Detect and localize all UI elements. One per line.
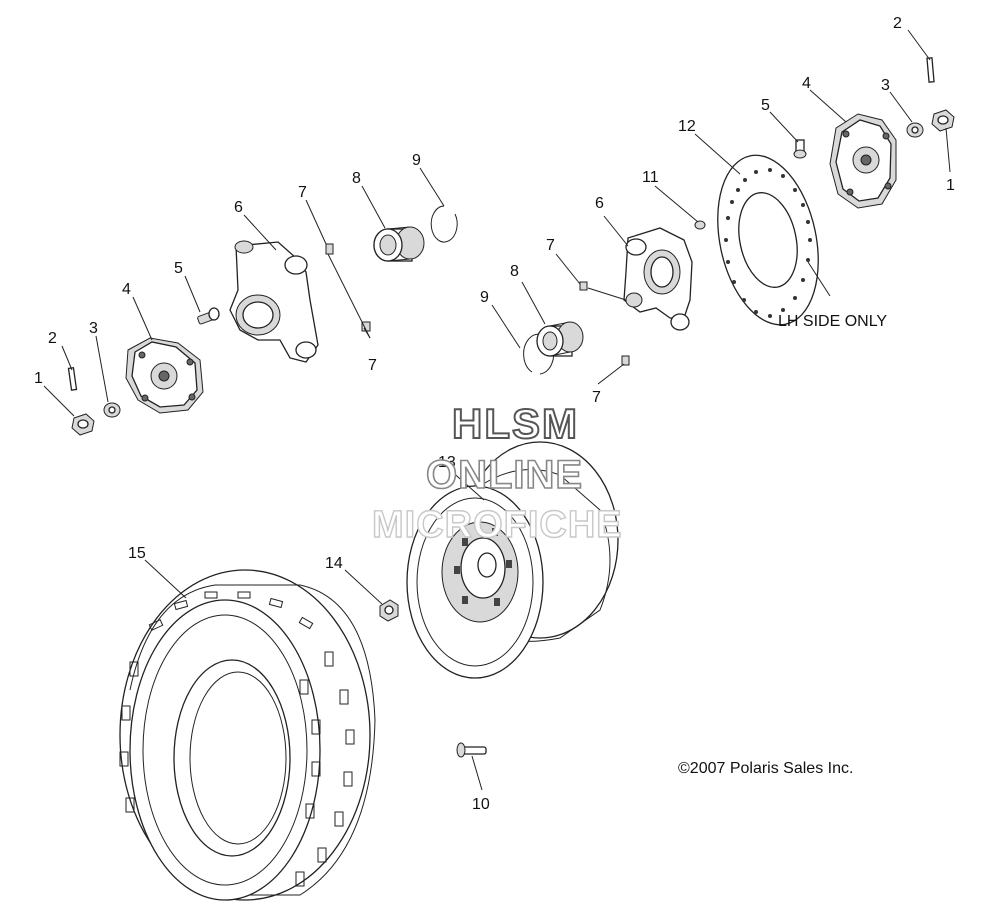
callout-2-left: 2 (48, 330, 57, 347)
leader-lines (43, 29, 951, 791)
callout-11: 11 (642, 169, 659, 186)
part-5-bolt-right (793, 139, 807, 159)
callout-12: 12 (678, 118, 696, 135)
part-6-knuckle-left (229, 240, 319, 363)
copyright-notice: ©2007 Polaris Sales Inc. (678, 760, 853, 777)
part-14-lug-nut (379, 599, 399, 622)
callout-7-right-top: 7 (546, 237, 555, 254)
part-4-hub-right (829, 113, 897, 209)
callout-7-left-bottom: 7 (368, 357, 377, 374)
part-9-snap-ring-left (430, 205, 458, 243)
watermark: HLSM ONLINE MICROFICHE (371, 399, 623, 547)
callout-5-left: 5 (174, 260, 183, 277)
callout-1-left: 1 (34, 370, 43, 387)
part-1-nut-left (71, 413, 95, 436)
callout-6-left: 6 (234, 199, 243, 216)
part-7-fitting-right-top (579, 281, 588, 291)
callout-7-left-top: 7 (298, 184, 307, 201)
part-7-fitting-left-top (325, 243, 334, 255)
part-2-cotter-pin-right (926, 57, 935, 83)
callout-9-right: 9 (480, 289, 489, 306)
callout-1-right: 1 (946, 177, 955, 194)
callout-13: 13 (438, 454, 456, 471)
part-15-tire (119, 569, 376, 901)
part-8-bearing-left (373, 226, 425, 262)
part-11-bolt (694, 220, 706, 230)
part-5-bolt-left (197, 307, 220, 325)
callout-3-right: 3 (881, 77, 890, 94)
watermark-line-2: ONLINE (426, 453, 583, 497)
callout-6-right: 6 (595, 195, 604, 212)
part-13-rim (406, 441, 619, 679)
lh-side-only-note: LH SIDE ONLY (778, 313, 887, 330)
callout-8-right: 8 (510, 263, 519, 280)
part-6-knuckle-right (623, 227, 693, 331)
callout-8-left: 8 (352, 170, 361, 187)
part-2-cotter-pin-left (67, 366, 78, 391)
callout-15: 15 (128, 545, 146, 562)
part-1-nut-right (931, 109, 955, 132)
callout-7-right-bottom: 7 (592, 389, 601, 406)
callout-3-left: 3 (89, 320, 98, 337)
watermark-line-1: HLSM (452, 400, 579, 447)
part-12-brake-disc (717, 154, 819, 326)
watermark-line-3: MICROFICHE (372, 504, 623, 546)
callout-5-right: 5 (761, 97, 770, 114)
callout-labels: 1 2 3 4 5 6 7 7 8 9 9 8 7 7 6 11 12 5 4 … (34, 15, 955, 813)
callout-9-left: 9 (412, 152, 421, 169)
callout-10: 10 (472, 796, 490, 813)
part-7-fitting-right-bottom (621, 355, 630, 366)
callout-4-left: 4 (122, 281, 131, 298)
part-10-bolt (456, 742, 487, 758)
part-8-bearing-right (536, 321, 584, 357)
callout-14: 14 (325, 555, 343, 572)
part-4-hub-left (125, 337, 204, 414)
part-3-washer-left (103, 402, 121, 418)
callout-2-right: 2 (893, 15, 902, 32)
part-3-washer-right (906, 122, 924, 138)
callout-4-right: 4 (802, 75, 811, 92)
